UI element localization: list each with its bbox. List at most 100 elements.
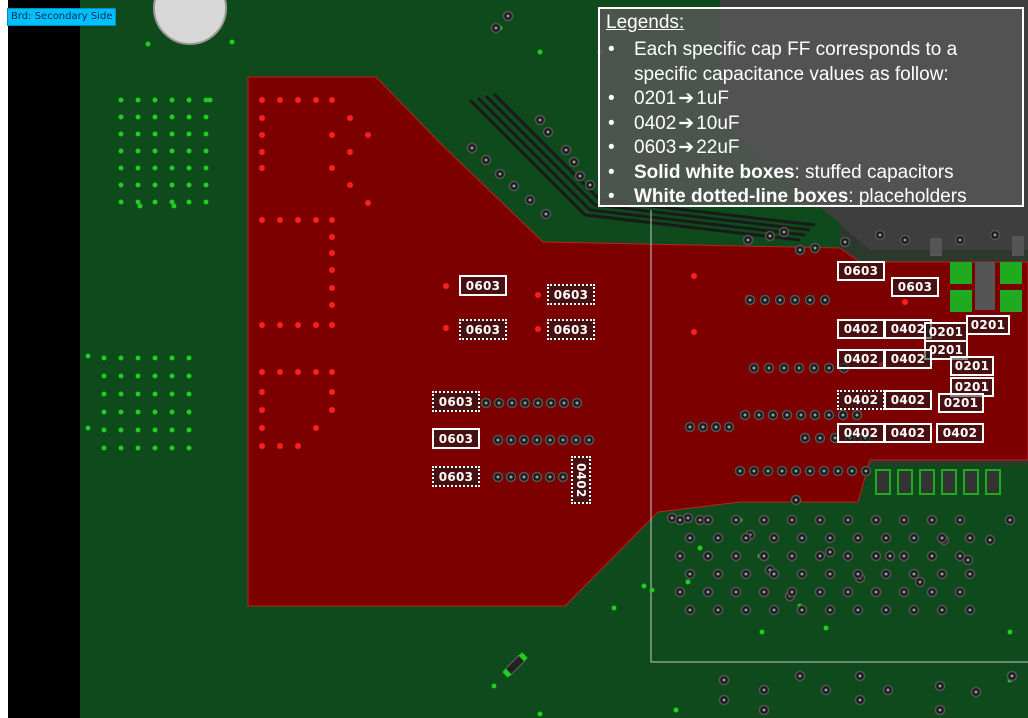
via xyxy=(818,518,822,522)
capacitor-box-0603-dotted[interactable]: 0603 xyxy=(547,284,595,305)
capacitor-label: 0603 xyxy=(843,264,879,278)
via xyxy=(135,97,141,103)
via xyxy=(958,238,962,242)
via xyxy=(940,608,944,612)
via xyxy=(118,148,124,154)
via xyxy=(135,445,141,451)
capacitor-box-0603-solid[interactable]: 0603 xyxy=(432,428,480,449)
via xyxy=(186,391,192,397)
via xyxy=(993,233,997,237)
via xyxy=(135,409,141,415)
capacitor-label: 0402 xyxy=(890,393,926,407)
capacitor-box-0402-solid[interactable]: 0402 xyxy=(884,390,932,410)
capacitor-box-0402-solid[interactable]: 0402 xyxy=(936,423,984,443)
capacitor-box-0402-solid[interactable]: 0402 xyxy=(884,349,932,369)
via xyxy=(496,475,500,479)
via xyxy=(938,708,942,712)
via xyxy=(912,608,916,612)
capacitor-label: 0402 xyxy=(574,462,588,498)
capacitor-box-0603-dotted[interactable]: 0603 xyxy=(432,466,480,487)
via xyxy=(813,246,817,250)
via xyxy=(118,427,124,433)
via xyxy=(828,536,832,540)
via xyxy=(988,538,992,542)
via xyxy=(259,149,265,155)
capacitor-box-0402-dotted[interactable]: 0402 xyxy=(571,456,591,504)
capacitor-box-0201-solid[interactable]: 0201 xyxy=(938,393,984,413)
via xyxy=(716,536,720,540)
capacitor-box-0603-dotted[interactable]: 0603 xyxy=(547,319,595,340)
capacitor-box-0201-solid[interactable]: 0201 xyxy=(966,315,1010,335)
via xyxy=(152,199,158,205)
via xyxy=(548,438,552,442)
via xyxy=(734,554,738,558)
via xyxy=(678,518,682,522)
capacitor-box-0402-solid[interactable]: 0402 xyxy=(837,319,885,339)
capacitor-box-0603-solid[interactable]: 0603 xyxy=(459,275,507,296)
via xyxy=(688,572,692,576)
legend-item-solid: Solid white boxes: stuffed capacitors xyxy=(606,161,1016,186)
via xyxy=(118,165,124,171)
capacitor-box-0201-solid[interactable]: 0201 xyxy=(950,356,994,376)
via xyxy=(152,445,158,451)
capacitor-label: 0603 xyxy=(897,280,933,294)
via xyxy=(329,165,335,171)
via xyxy=(169,409,175,415)
capacitor-box-0201-solid[interactable]: 0201 xyxy=(924,322,968,342)
capacitor-box-0603-dotted[interactable]: 0603 xyxy=(432,391,480,412)
via xyxy=(329,369,335,375)
capacitor-label: 0201 xyxy=(928,343,964,357)
via xyxy=(229,39,235,45)
capacitor-box-0402-dotted[interactable]: 0402 xyxy=(837,390,885,410)
via xyxy=(800,572,804,576)
arrow-right-icon: ➔ xyxy=(678,112,695,134)
via xyxy=(259,132,265,138)
via xyxy=(673,707,679,713)
via xyxy=(790,518,794,522)
via xyxy=(259,407,265,413)
capacitor-box-0201-solid[interactable]: 0201 xyxy=(924,340,968,360)
via xyxy=(259,217,265,223)
via xyxy=(822,469,826,473)
via xyxy=(706,590,710,594)
via xyxy=(135,391,141,397)
capacitor-label: 0402 xyxy=(890,426,926,440)
via xyxy=(561,438,565,442)
via xyxy=(572,160,576,164)
via xyxy=(169,373,175,379)
capacitor-box-0402-solid[interactable]: 0402 xyxy=(837,423,885,443)
via xyxy=(259,97,265,103)
via xyxy=(135,182,141,188)
capacitor-box-0402-solid[interactable]: 0402 xyxy=(884,423,932,443)
via xyxy=(169,131,175,137)
via xyxy=(152,148,158,154)
via xyxy=(295,443,301,449)
via xyxy=(856,608,860,612)
capacitor-box-0603-solid[interactable]: 0603 xyxy=(837,261,885,281)
via xyxy=(329,132,335,138)
capacitor-label: 0603 xyxy=(465,278,501,293)
via xyxy=(564,148,568,152)
via xyxy=(930,518,934,522)
via xyxy=(152,409,158,415)
via xyxy=(772,572,776,576)
mounting-hole xyxy=(153,0,227,45)
via xyxy=(688,425,692,429)
capacitor-box-0603-solid[interactable]: 0603 xyxy=(891,277,939,297)
via xyxy=(734,518,738,522)
via xyxy=(347,149,353,155)
capacitor-box-0201-solid[interactable]: 0201 xyxy=(950,377,994,397)
via xyxy=(329,389,335,395)
capacitor-box-0402-solid[interactable]: 0402 xyxy=(837,349,885,369)
capacitor-label: 0603 xyxy=(438,431,474,446)
via xyxy=(186,131,192,137)
via xyxy=(940,536,944,540)
via xyxy=(169,355,175,361)
canvas-edge xyxy=(0,0,8,718)
via xyxy=(722,678,726,682)
via xyxy=(850,469,854,473)
via xyxy=(752,366,756,370)
capacitor-box-0603-dotted[interactable]: 0603 xyxy=(459,319,507,340)
via xyxy=(930,590,934,594)
